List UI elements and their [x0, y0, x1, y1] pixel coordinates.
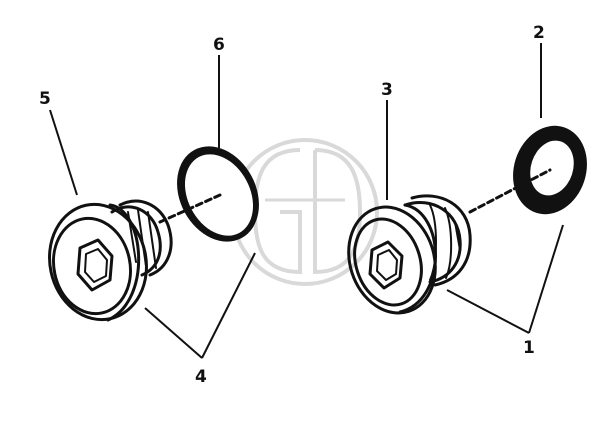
leader-4a: [144, 307, 203, 359]
leader-4b: [201, 252, 256, 359]
callout-6: 6: [213, 35, 225, 55]
plug-screw-left: [48, 199, 173, 322]
callout-4: 4: [195, 367, 207, 387]
callout-labels: 1 2 3 4 5 6: [39, 23, 545, 387]
callout-1: 1: [523, 338, 535, 358]
leader-lines: [49, 43, 564, 359]
assembly-axis-lines: [158, 168, 552, 224]
leader-5: [49, 109, 78, 196]
callout-2: 2: [533, 23, 545, 43]
callout-3: 3: [381, 80, 393, 100]
leader-1a: [446, 289, 530, 334]
leader-1b: [528, 224, 564, 334]
plug-screw-right: [347, 194, 472, 315]
callout-5: 5: [39, 89, 51, 109]
